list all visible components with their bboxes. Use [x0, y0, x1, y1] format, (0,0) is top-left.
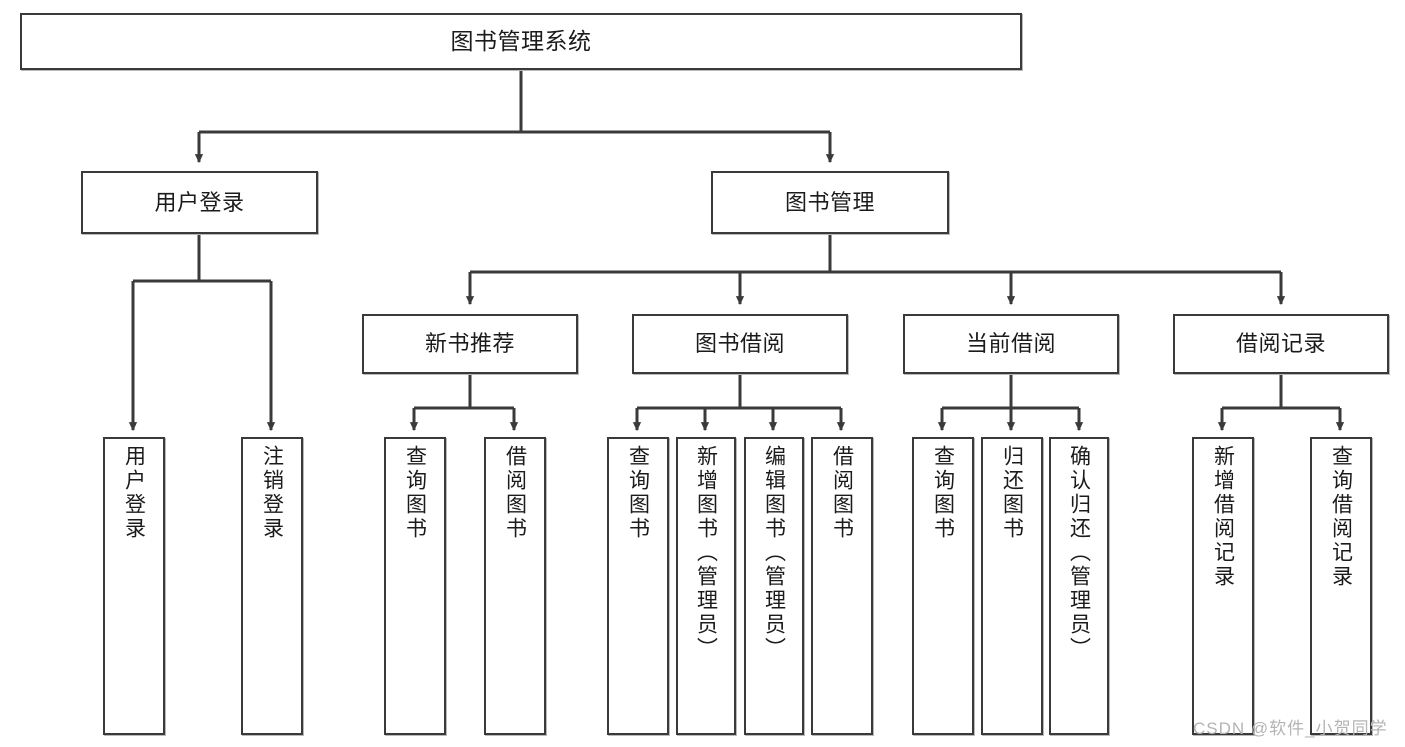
leaf-query-book-current[interactable]: 查询图书 [912, 437, 974, 735]
node-label: 借阅图书 [503, 445, 527, 541]
node-label: 图书管理系统 [450, 27, 592, 54]
leaf-user-login[interactable]: 用户登录 [103, 437, 165, 735]
node-root-system[interactable]: 图书管理系统 [20, 13, 1022, 70]
node-label: 查询借阅记录 [1329, 445, 1353, 589]
node-label: 注销登录 [260, 445, 284, 541]
node-label: 查询图书 [403, 445, 427, 541]
node-borrow-record[interactable]: 借阅记录 [1173, 314, 1389, 374]
node-label: 图书借阅 [694, 331, 785, 357]
node-current-borrow[interactable]: 当前借阅 [903, 314, 1119, 374]
leaf-add-borrow-record[interactable]: 新增借阅记录 [1192, 437, 1254, 735]
node-label: 查询图书 [626, 445, 650, 541]
node-label: 新增图书（管理员） [694, 445, 718, 661]
leaf-borrow-book-borrow[interactable]: 借阅图书 [811, 437, 873, 735]
node-book-management[interactable]: 图书管理 [711, 171, 949, 234]
node-label: 借阅记录 [1235, 331, 1326, 357]
node-label: 用户登录 [122, 445, 146, 541]
node-label: 新书推荐 [424, 331, 515, 357]
leaf-return-book[interactable]: 归还图书 [981, 437, 1043, 735]
node-user-login[interactable]: 用户登录 [81, 171, 318, 234]
leaf-edit-book-admin[interactable]: 编辑图书（管理员） [744, 437, 804, 735]
node-label: 当前借阅 [965, 331, 1056, 357]
leaf-query-borrow-record[interactable]: 查询借阅记录 [1310, 437, 1372, 735]
node-label: 查询图书 [931, 445, 955, 541]
node-label: 确认归还（管理员） [1067, 445, 1091, 661]
node-label: 编辑图书（管理员） [762, 445, 786, 661]
node-new-book-recommend[interactable]: 新书推荐 [362, 314, 578, 374]
leaf-query-book-borrow[interactable]: 查询图书 [607, 437, 669, 735]
leaf-confirm-return-admin[interactable]: 确认归还（管理员） [1049, 437, 1109, 735]
leaf-add-book-admin[interactable]: 新增图书（管理员） [676, 437, 736, 735]
node-label: 借阅图书 [830, 445, 854, 541]
node-label: 用户登录 [154, 189, 245, 215]
node-label: 图书管理 [784, 189, 875, 215]
leaf-borrow-book-recommend[interactable]: 借阅图书 [484, 437, 546, 735]
node-book-borrow[interactable]: 图书借阅 [632, 314, 848, 374]
node-label: 归还图书 [1000, 445, 1024, 541]
leaf-logout[interactable]: 注销登录 [241, 437, 303, 735]
leaf-query-book-recommend[interactable]: 查询图书 [384, 437, 446, 735]
node-label: 新增借阅记录 [1211, 445, 1235, 589]
